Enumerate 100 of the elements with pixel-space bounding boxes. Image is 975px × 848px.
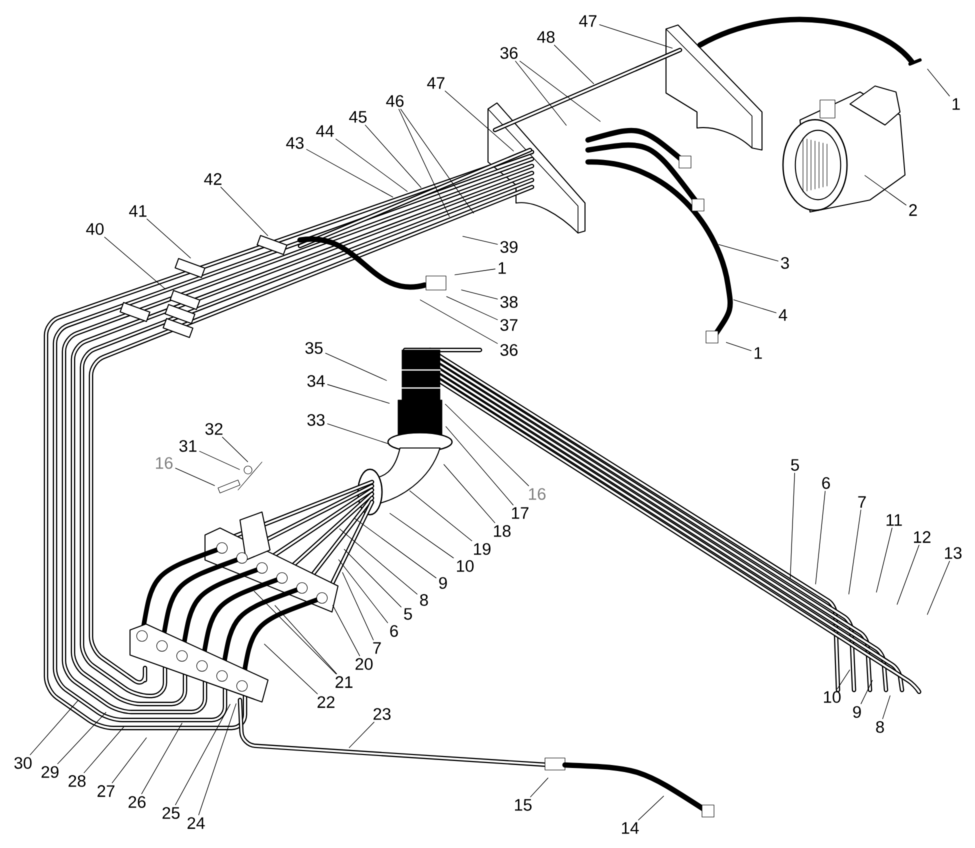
leader-line — [896, 544, 920, 605]
callout-number: 16 — [156, 457, 173, 469]
leader-line — [420, 300, 498, 344]
callout-number: 42 — [204, 173, 222, 185]
leader-line — [718, 244, 778, 262]
leader-line — [199, 450, 240, 470]
callout-number: 24 — [188, 817, 205, 829]
leader-line — [837, 670, 850, 690]
callout-number: 40 — [86, 223, 104, 235]
callout-number: 35 — [305, 342, 323, 354]
leader-line — [454, 268, 496, 276]
callout-number: 47 — [427, 77, 444, 89]
callout-number: 27 — [98, 785, 114, 797]
callout-number: 46 — [386, 95, 404, 107]
callout-number: 13 — [945, 547, 962, 559]
callout-number: 9 — [439, 577, 447, 589]
callout-number: 39 — [500, 241, 518, 253]
leader-line — [515, 60, 567, 126]
callout-number: 41 — [129, 205, 146, 217]
leader-line — [520, 60, 601, 122]
leader-line — [175, 704, 230, 806]
leader-line — [342, 572, 374, 640]
callout-number: 9 — [853, 706, 861, 718]
callout-number: 18 — [494, 525, 511, 537]
callout-number: 11 — [886, 514, 902, 526]
leader-line — [84, 726, 124, 774]
callout-number: 32 — [205, 423, 222, 435]
leader-line — [400, 108, 474, 214]
leader-line — [848, 510, 862, 594]
leader-line — [554, 44, 594, 84]
callout-number: 1 — [952, 98, 960, 110]
leader-line — [274, 605, 338, 674]
callout-number: 3 — [781, 257, 789, 269]
leader-line — [860, 680, 873, 704]
callout-number: 12 — [914, 531, 930, 543]
callout-number: 1 — [498, 262, 506, 274]
leader-line — [254, 590, 336, 674]
callout-number: 26 — [128, 796, 146, 808]
leader-line — [864, 175, 906, 206]
callout-number: 36 — [500, 47, 518, 59]
leader-line — [222, 436, 248, 462]
leader-line — [927, 68, 950, 96]
callout-number: 47 — [579, 15, 596, 27]
leader-line — [327, 423, 390, 444]
leader-line — [726, 342, 752, 352]
leader-line — [733, 299, 776, 314]
leader-line — [146, 218, 191, 258]
leader-line — [264, 644, 318, 694]
leader-line — [336, 138, 408, 192]
callout-number: 1 — [754, 347, 762, 359]
callout-number: 16 — [529, 488, 546, 500]
leader-line — [461, 290, 498, 300]
leader-line — [338, 559, 388, 624]
callout-number: 4 — [778, 309, 788, 321]
leader-line — [638, 796, 664, 820]
callout-number: 37 — [500, 319, 518, 331]
callout-number: 19 — [474, 543, 490, 555]
leader-line — [30, 700, 78, 756]
callout-number: 2 — [909, 204, 917, 216]
leader-line — [599, 24, 673, 49]
callout-number: 8 — [876, 721, 884, 733]
callout-number: 44 — [316, 125, 334, 137]
leader-line — [220, 186, 268, 236]
leader-line — [198, 703, 236, 816]
leader-line — [175, 468, 215, 486]
callout-number: 33 — [307, 414, 325, 426]
leader-line — [398, 108, 450, 217]
leader-line — [926, 560, 950, 615]
leader-line — [348, 722, 374, 748]
callout-number: 10 — [824, 691, 841, 703]
callout-number: 6 — [390, 625, 398, 637]
leader-line — [306, 149, 394, 198]
callout-number: 48 — [537, 31, 555, 43]
leader-line — [444, 404, 529, 486]
leader-line — [112, 737, 147, 784]
leader-line — [364, 124, 422, 188]
leader-line — [882, 695, 890, 720]
leader-line — [876, 528, 892, 593]
leader-line — [446, 296, 498, 320]
leader-line — [104, 236, 166, 290]
callout-number: 22 — [318, 696, 334, 708]
leader-line — [57, 712, 106, 764]
leader-line — [354, 518, 436, 578]
callout-number: 7 — [858, 496, 866, 508]
callout-number: 28 — [68, 775, 86, 787]
leader-line — [446, 426, 514, 506]
callout-number: 5 — [404, 608, 412, 620]
callout-number: 15 — [515, 799, 532, 811]
leader-line — [790, 472, 795, 580]
leader-line — [332, 604, 360, 656]
callout-number: 36 — [500, 344, 518, 356]
leader-line — [325, 352, 387, 381]
callout-number: 8 — [420, 594, 428, 606]
leader-line — [815, 490, 826, 584]
leader-line — [409, 490, 472, 542]
callout-number: 6 — [822, 477, 830, 489]
callout-number: 14 — [622, 822, 639, 834]
leader-line — [327, 384, 390, 404]
callout-number: 21 — [336, 676, 352, 688]
leader-line — [339, 528, 418, 595]
